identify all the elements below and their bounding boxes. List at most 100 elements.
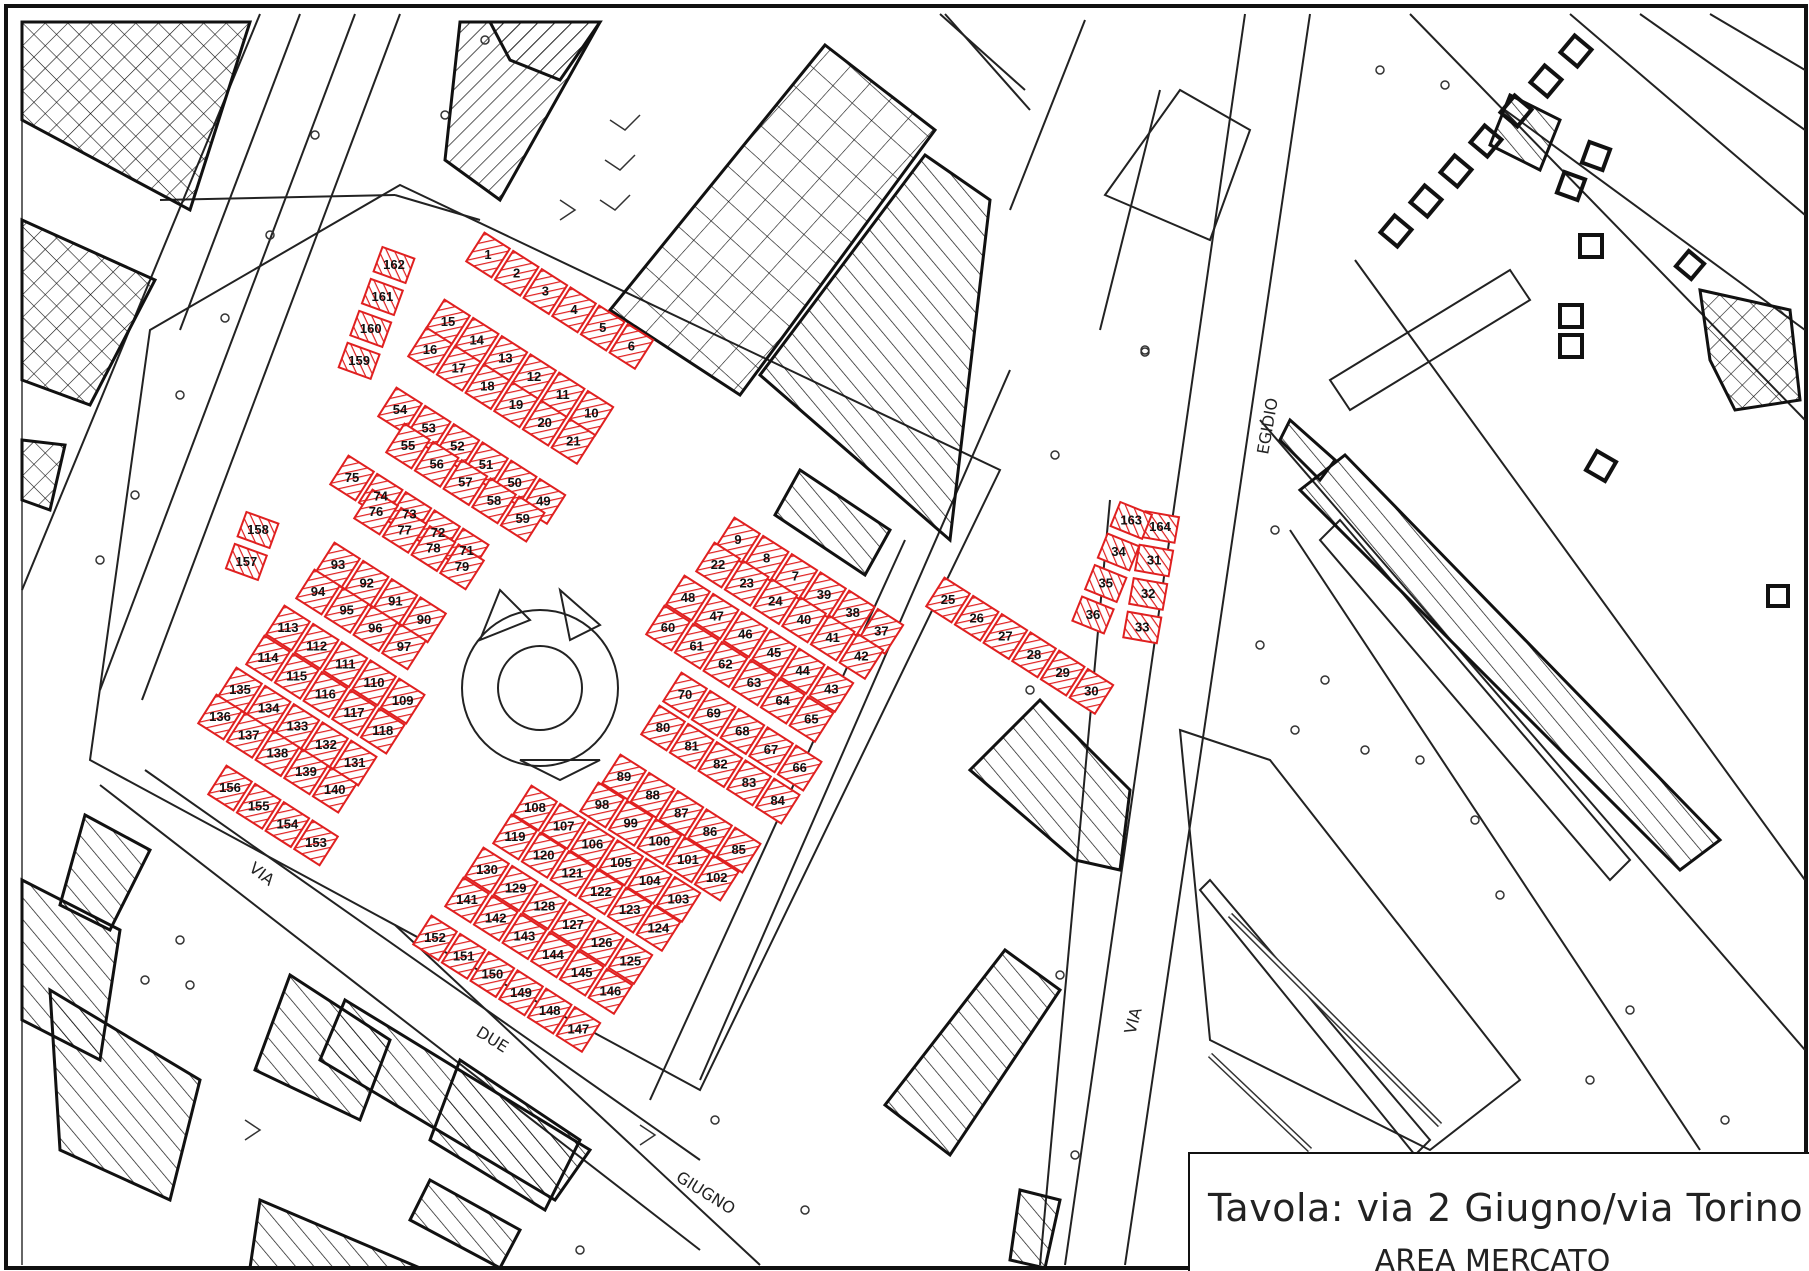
stall-35 xyxy=(1083,563,1128,604)
stall-label-53: 53 xyxy=(421,420,435,435)
stall-label-2: 2 xyxy=(513,265,520,280)
stall-label-24: 24 xyxy=(768,594,783,609)
stall-label-9: 9 xyxy=(734,532,741,547)
stall-label-79: 79 xyxy=(455,559,469,574)
stall-76 xyxy=(352,488,400,536)
stall-122 xyxy=(577,868,625,916)
stall-label-136: 136 xyxy=(209,709,231,724)
stall-88 xyxy=(629,771,676,820)
stall-120 xyxy=(520,831,567,880)
stall-label-11: 11 xyxy=(556,387,570,402)
stall-label-104: 104 xyxy=(639,873,661,888)
stall-label-120: 120 xyxy=(533,847,555,862)
stall-label-31: 31 xyxy=(1147,552,1161,567)
stall-label-158: 158 xyxy=(247,522,269,537)
stall-label-40: 40 xyxy=(797,612,811,627)
stall-26 xyxy=(953,594,1000,643)
stall-label-47: 47 xyxy=(709,608,723,623)
street-label-via-west: VIA xyxy=(246,858,279,889)
stall-label-160: 160 xyxy=(360,321,382,336)
stall-label-82: 82 xyxy=(713,757,727,772)
stall-label-19: 19 xyxy=(509,397,523,412)
stall-label-127: 127 xyxy=(562,917,584,932)
stall-158 xyxy=(236,510,280,550)
stall-label-131: 131 xyxy=(344,755,366,770)
stall-152 xyxy=(411,914,459,962)
stall-86 xyxy=(686,808,734,856)
stall-102 xyxy=(693,854,740,902)
stall-34 xyxy=(1096,532,1141,572)
stall-label-97: 97 xyxy=(397,639,411,654)
stall-label-135: 135 xyxy=(229,682,251,697)
stall-label-36: 36 xyxy=(1086,607,1100,622)
street-trees xyxy=(95,35,1730,1255)
stall-87 xyxy=(658,789,705,838)
stall-label-73: 73 xyxy=(402,507,416,522)
stall-label-60: 60 xyxy=(661,620,675,635)
stall-112 xyxy=(293,622,340,671)
stall-151 xyxy=(440,932,487,981)
stall-65 xyxy=(788,695,835,744)
small-structures xyxy=(1377,32,1790,608)
stall-label-111: 111 xyxy=(335,657,355,672)
stall-label-61: 61 xyxy=(689,638,703,653)
stall-114 xyxy=(244,634,292,682)
stall-161 xyxy=(360,277,405,317)
stall-94 xyxy=(294,568,342,616)
stall-label-88: 88 xyxy=(645,787,659,802)
stall-label-163: 163 xyxy=(1120,512,1142,527)
stall-70 xyxy=(661,671,709,719)
stall-41 xyxy=(809,614,856,662)
stall-150 xyxy=(469,950,516,999)
stall-label-44: 44 xyxy=(795,663,810,678)
stall-145 xyxy=(558,949,605,997)
stall-label-123: 123 xyxy=(619,902,641,917)
stall-103 xyxy=(655,875,702,924)
stall-label-6: 6 xyxy=(628,338,635,353)
stall-85 xyxy=(715,826,762,874)
stall-100 xyxy=(636,817,683,866)
stall-66 xyxy=(776,744,823,792)
stall-label-21: 21 xyxy=(566,433,580,448)
stall-148 xyxy=(526,987,573,1035)
stall-141 xyxy=(443,876,491,924)
stall-label-87: 87 xyxy=(674,806,688,821)
stall-label-150: 150 xyxy=(481,967,503,982)
stall-label-57: 57 xyxy=(458,475,472,490)
stall-label-145: 145 xyxy=(571,965,593,980)
stall-144 xyxy=(529,931,577,979)
stall-label-84: 84 xyxy=(770,793,785,808)
stall-33 xyxy=(1122,610,1163,645)
stall-62 xyxy=(702,640,749,689)
stall-label-43: 43 xyxy=(824,681,838,696)
stall-label-141: 141 xyxy=(456,892,478,907)
stall-label-39: 39 xyxy=(817,587,831,602)
stall-label-148: 148 xyxy=(539,1003,561,1018)
stall-29 xyxy=(1039,649,1086,697)
stall-label-5: 5 xyxy=(599,320,606,335)
stall-label-75: 75 xyxy=(345,470,359,485)
stall-32 xyxy=(1128,577,1169,611)
stall-label-99: 99 xyxy=(623,815,637,830)
stall-17 xyxy=(435,344,482,393)
stall-label-63: 63 xyxy=(747,675,761,690)
stall-label-50: 50 xyxy=(507,475,521,490)
stall-label-26: 26 xyxy=(969,610,983,625)
stall-label-16: 16 xyxy=(423,342,437,357)
stall-label-70: 70 xyxy=(678,687,692,702)
stall-label-92: 92 xyxy=(359,575,373,590)
stall-label-12: 12 xyxy=(527,369,541,384)
stall-77 xyxy=(381,506,428,555)
stall-159 xyxy=(337,341,381,381)
stall-108 xyxy=(511,784,559,832)
stall-label-35: 35 xyxy=(1099,575,1113,590)
stall-label-25: 25 xyxy=(941,592,955,607)
stall-label-30: 30 xyxy=(1084,683,1098,698)
stall-23 xyxy=(723,559,770,608)
stall-55 xyxy=(384,422,432,470)
stall-label-162: 162 xyxy=(383,257,405,272)
stall-label-110: 110 xyxy=(364,675,385,690)
stall-18 xyxy=(464,362,511,411)
stall-113 xyxy=(264,604,312,652)
stall-75 xyxy=(328,454,376,502)
